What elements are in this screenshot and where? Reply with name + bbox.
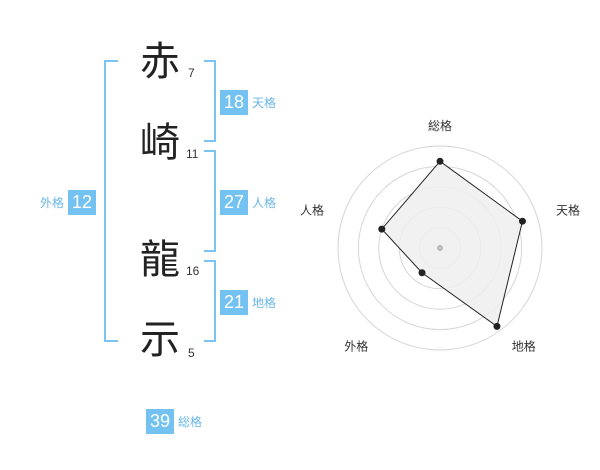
- jinkaku-badge: 27 人格: [220, 190, 276, 215]
- radar-point: [436, 157, 444, 165]
- gaikaku-value: 12: [68, 190, 97, 215]
- chikaku-label: 地格: [252, 296, 277, 310]
- name-char-3: 龍: [140, 237, 180, 283]
- radar-center-dot: [437, 245, 443, 251]
- tenkaku-label: 天格: [252, 96, 277, 110]
- radar-axis-label: 地格: [512, 339, 536, 354]
- gaikaku-label: 外格: [40, 196, 65, 210]
- jinkaku-value: 27: [220, 190, 248, 215]
- stroke-count-4: 5: [188, 346, 195, 360]
- chikaku-bracket: [204, 260, 216, 342]
- stroke-count-2: 11: [186, 147, 199, 161]
- radar-area: [381, 160, 524, 328]
- radar-axis-label: 総格: [428, 118, 452, 133]
- radar-point: [378, 225, 386, 233]
- radar-axis-label: 人格: [300, 202, 324, 217]
- gaikaku-badge: 12 外格: [40, 190, 97, 215]
- radar-point: [418, 269, 426, 277]
- soukaku-badge: 39 総格: [146, 409, 202, 434]
- stroke-count-1: 7: [188, 66, 195, 80]
- tenkaku-badge: 18 天格: [220, 90, 276, 115]
- radar-point: [493, 322, 501, 330]
- soukaku-label: 総格: [178, 415, 203, 429]
- name-char-1: 赤: [140, 39, 180, 85]
- stroke-count-3: 16: [186, 264, 200, 278]
- radar-ring: [337, 145, 543, 351]
- jinkaku-bracket: [204, 150, 216, 252]
- radar-axis-label: 天格: [556, 202, 580, 217]
- radar-axis-label: 外格: [344, 339, 368, 354]
- soukaku-value: 39: [146, 409, 174, 434]
- chikaku-badge: 21 地格: [220, 290, 276, 315]
- name-char-4: 示: [140, 317, 180, 363]
- jinkaku-label: 人格: [252, 196, 277, 210]
- gaikaku-bracket: [104, 60, 118, 342]
- tenkaku-value: 18: [220, 90, 248, 115]
- tenkaku-bracket: [204, 60, 216, 142]
- chikaku-value: 21: [220, 290, 248, 315]
- radar-point: [518, 217, 526, 225]
- name-char-2: 崎: [140, 120, 180, 166]
